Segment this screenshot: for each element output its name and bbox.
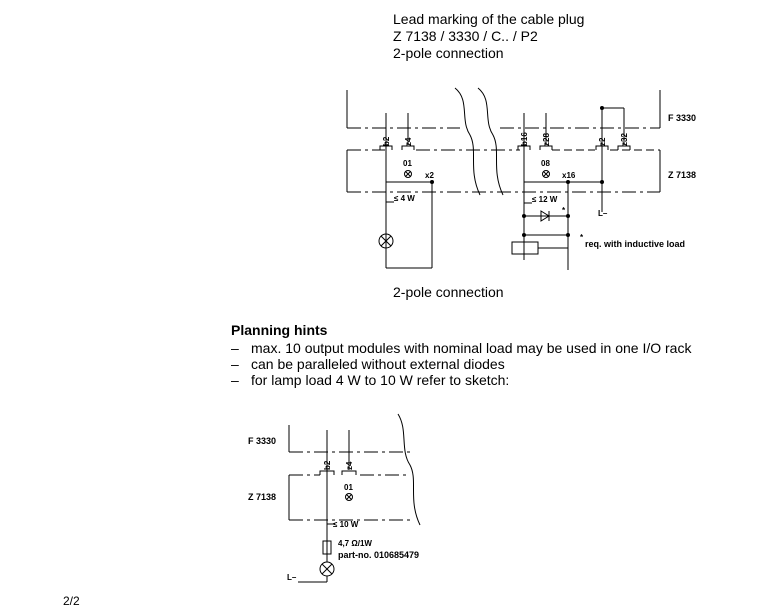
lamp-load-label: ≤ 4 W xyxy=(394,194,415,203)
planning-hints-title: Planning hints xyxy=(231,322,328,338)
terminal-x16: x16 xyxy=(562,171,576,180)
terminal-x2: x2 xyxy=(425,171,434,180)
channel-01: 01 xyxy=(403,159,412,168)
pin-z2: z2 xyxy=(598,137,607,146)
inductive-load-note: req. with inductive load xyxy=(585,239,685,249)
page-number: 2/2 xyxy=(63,594,80,608)
header: Lead marking of the cable plug Z 7138 / … xyxy=(393,11,584,62)
note-star: * xyxy=(580,233,584,242)
list-item: –for lamp load 4 W to 10 W refer to sket… xyxy=(231,372,510,388)
pin-b2: b2 xyxy=(382,136,391,146)
pin-z28: z28 xyxy=(542,133,551,146)
module-f3330: F 3330 xyxy=(668,113,696,123)
module-z7138: Z 7138 xyxy=(668,170,696,180)
header-line-1: Lead marking of the cable plug xyxy=(393,11,585,27)
planning-hints-list: –max. 10 output modules with nominal loa… xyxy=(231,340,701,388)
channel-08: 08 xyxy=(541,159,550,168)
diode-star: * xyxy=(562,206,566,215)
pin-z32: z32 xyxy=(620,133,629,146)
header-line-2: Z 7138 / 3330 / C.. / P2 xyxy=(393,28,538,44)
diagram-caption: 2-pole connection xyxy=(393,284,504,300)
relay-load-label: ≤ 12 W xyxy=(532,195,558,204)
header-line-3: 2-pole connection xyxy=(393,45,504,61)
list-item: –max. 10 output modules with nominal loa… xyxy=(231,340,692,356)
ground-label: L– xyxy=(598,209,608,218)
list-item: –can be paralleled without external diod… xyxy=(231,356,505,372)
pin-z4: z4 xyxy=(404,137,413,146)
pin-b16: b16 xyxy=(520,132,529,146)
